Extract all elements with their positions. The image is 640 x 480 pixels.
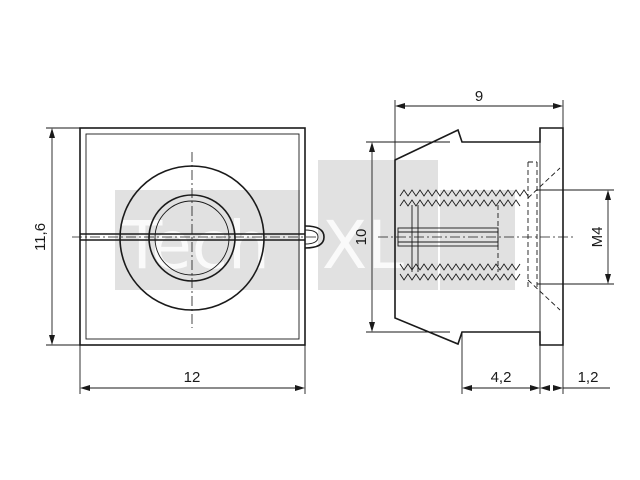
side-hidden-lines	[497, 161, 561, 311]
side-flange-dimension: 1,2	[578, 369, 599, 386]
front-dimensions: 11,6 12	[32, 127, 306, 394]
front-outer-square	[79, 127, 306, 346]
side-dimensions: 9 10 M4 4,2 1,2	[353, 88, 614, 394]
front-lug	[304, 225, 325, 249]
front-width-dimension: 12	[184, 369, 201, 386]
side-thread-dimension: M4	[589, 227, 606, 248]
front-height-dimension: 11,6	[32, 223, 49, 251]
front-inner-square	[85, 133, 300, 340]
svg-text:XL: XL	[322, 207, 404, 284]
side-diameter-dimension: 10	[353, 229, 370, 246]
side-thread-length-dimension: 4,2	[491, 369, 512, 386]
side-thread-upper	[399, 189, 529, 197]
side-thread-lower	[399, 263, 521, 271]
svg-text:Tech: Tech	[121, 207, 270, 284]
side-length-dimension: 9	[475, 88, 483, 105]
front-view	[72, 127, 325, 346]
